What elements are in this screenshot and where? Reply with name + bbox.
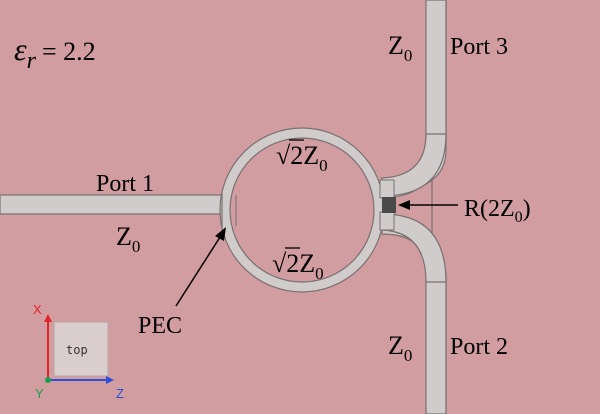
ring-upper-impedance: √2Z0 <box>276 141 328 175</box>
epsilon-subscript: r <box>27 48 37 74</box>
port1-impedance: Z0 <box>116 222 140 256</box>
x-axis-label: X <box>33 302 42 317</box>
y-axis-label: Y <box>35 386 44 401</box>
permittivity-label: εr= 2.2 <box>14 31 96 74</box>
permittivity-value: = 2.2 <box>42 37 96 66</box>
resistor-arrow-head <box>398 200 410 210</box>
ring-lower-impedance: √2Z0 <box>272 249 324 283</box>
view-cube-face[interactable] <box>53 321 109 377</box>
isolation-resistor <box>382 197 396 213</box>
view-cube-label: top <box>66 343 88 357</box>
port2-line <box>425 275 447 414</box>
port2-label: Port 2 <box>450 334 508 360</box>
epsilon-symbol: ε <box>14 31 27 67</box>
port1-label: Port 1 <box>96 171 154 197</box>
resistor-label: R(2Z0) <box>464 196 531 226</box>
junction-pad-upper <box>379 179 395 199</box>
junction-pad-lower <box>379 211 395 231</box>
port2-impedance: Z0 <box>388 331 412 365</box>
y-axis-origin <box>45 377 51 383</box>
z-axis-label: Z <box>116 386 124 401</box>
x-axis-arrow <box>44 314 52 322</box>
pec-arrow-head <box>215 227 226 241</box>
port3-label: Port 3 <box>450 34 508 60</box>
port1-feed-line <box>0 194 227 215</box>
axes-widget[interactable]: top X Z Y <box>33 302 124 401</box>
port3-line <box>425 0 447 141</box>
port3-impedance: Z0 <box>388 31 412 65</box>
pec-label: PEC <box>138 313 182 339</box>
z-axis-arrow <box>106 376 114 384</box>
ring-inner <box>229 137 375 283</box>
pec-arrow-shaft <box>175 233 223 307</box>
